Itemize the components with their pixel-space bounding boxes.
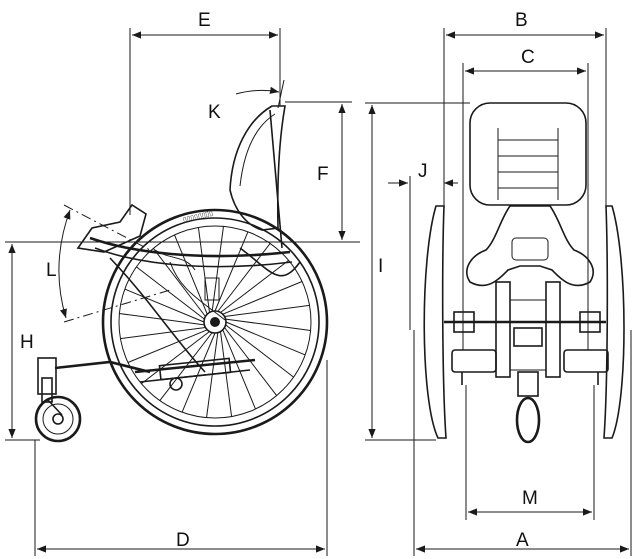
right-footplate [563, 349, 609, 373]
backrest-side [229, 105, 286, 249]
seat-pad [76, 203, 147, 253]
spoke [225, 324, 294, 378]
left-footplate [451, 349, 497, 373]
dimension-e: E [129, 10, 281, 215]
dimension-d: D [34, 360, 328, 556]
side-view: ▯▯▯▯▯▯▯▯ [5, 10, 360, 556]
front-caster [515, 396, 541, 444]
spoke [220, 331, 233, 417]
label-k: K [208, 102, 221, 123]
spoke [174, 234, 208, 315]
dimension-i: I [365, 102, 470, 441]
spoke [127, 329, 208, 363]
spoke [225, 318, 311, 331]
dimension-c: C [462, 47, 589, 350]
caster [34, 357, 82, 443]
label-c: C [521, 47, 535, 68]
label-i: I [378, 256, 383, 277]
label-j: J [418, 161, 428, 182]
right-wheel-front [603, 205, 625, 439]
label-l: L [46, 260, 57, 281]
rear-wheel: ▯▯▯▯▯▯▯▯ [101, 208, 329, 436]
spoke [141, 331, 210, 385]
left-wheel-front [423, 205, 447, 439]
spoke [152, 248, 206, 317]
dimension-l: L [46, 204, 171, 323]
dimension-a: A [413, 330, 632, 556]
spoke [136, 266, 205, 320]
label-f: F [317, 164, 329, 185]
spoke [124, 288, 205, 323]
seat-front [466, 205, 594, 287]
dimension-f: F [285, 101, 352, 240]
label-a: A [516, 530, 529, 551]
label-h: H [20, 332, 34, 353]
frame [54, 236, 301, 391]
spoke [225, 321, 306, 356]
spoke [181, 332, 216, 413]
wheel-spokes [119, 226, 311, 418]
spoke [224, 304, 310, 317]
dimension-m: M [465, 385, 595, 520]
spoke [220, 259, 289, 313]
label-b: B [515, 10, 528, 31]
spoke [222, 281, 303, 315]
spoke [222, 329, 256, 410]
label-e: E [198, 10, 211, 31]
dimension-b: B [443, 10, 607, 206]
label-d: D [176, 530, 190, 551]
dimension-j: J [388, 161, 458, 330]
dimension-k: K [208, 79, 285, 123]
spoke [120, 327, 206, 340]
spoke [206, 332, 219, 418]
spoke [211, 226, 224, 312]
dimension-h: H [5, 244, 40, 441]
spoke [214, 231, 249, 312]
backrest-front [469, 102, 587, 206]
front-view: B C J I M [365, 10, 632, 556]
label-m: M [522, 488, 538, 509]
